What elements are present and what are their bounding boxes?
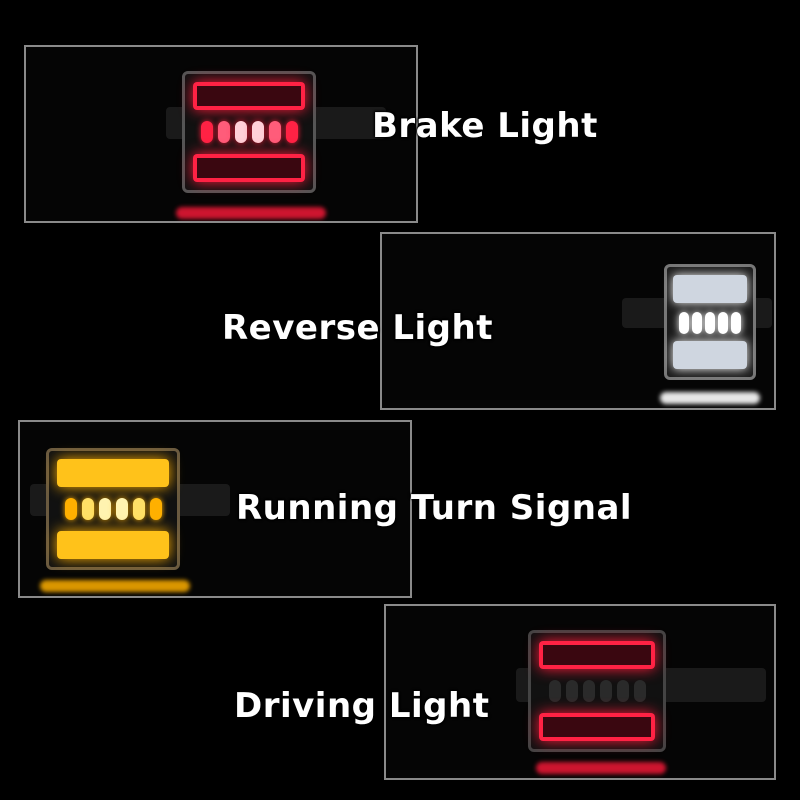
lamp-led-row [57,495,169,523]
lamp-led-row [193,118,305,146]
running-turn-signal-panel [18,420,412,598]
running-turn-signal-label: Running Turn Signal [236,488,633,528]
tail-lamp-turn-signal [46,448,180,570]
floor-reflection [536,762,666,774]
tail-lamp-driving [528,630,666,752]
lamp-bottom-bar [673,341,747,369]
floor-reflection [40,580,190,592]
lamp-bottom-bar [57,531,169,559]
lamp-top-bar [539,641,655,669]
reverse-light-panel [380,232,776,410]
lamp-bottom-bar [539,713,655,741]
lamp-led-row [539,677,655,705]
driving-light-label: Driving Light [234,686,490,726]
brake-light-label: Brake Light [372,106,598,146]
lamp-top-bar [673,275,747,303]
floor-reflection [660,392,760,404]
lamp-led-row [673,309,747,337]
floor-reflection [176,207,326,219]
brake-light-panel [24,45,418,223]
tail-lamp-brake [182,71,316,193]
tail-lamp-reverse [664,264,756,380]
lamp-top-bar [57,459,169,487]
lamp-top-bar [193,82,305,110]
lamp-bottom-bar [193,154,305,182]
reverse-light-label: Reverse Light [222,308,493,348]
driving-light-panel [384,604,776,780]
